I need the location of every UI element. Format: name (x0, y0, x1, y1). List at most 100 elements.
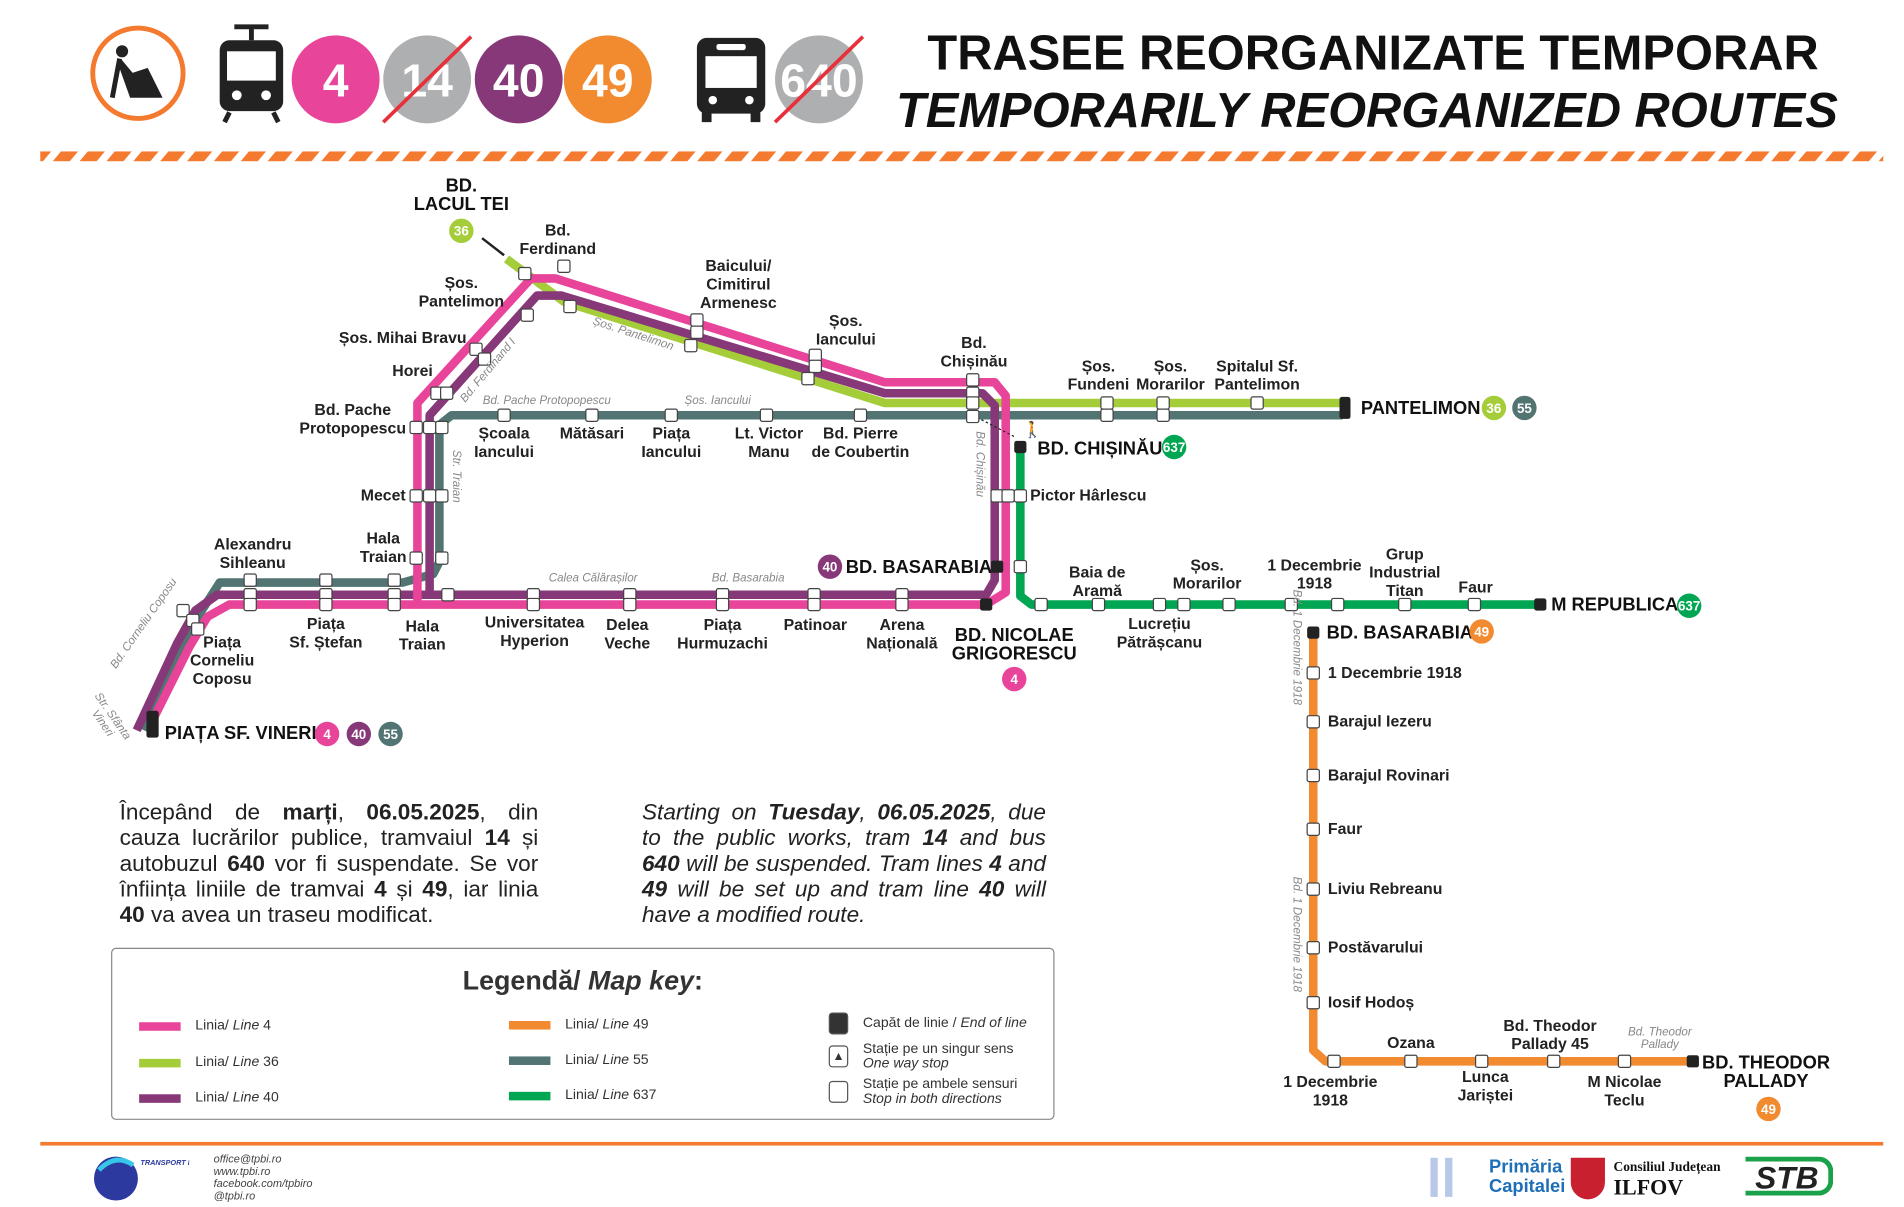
route-badge-14: 14 (381, 35, 473, 124)
stop-marker[interactable] (520, 308, 534, 322)
line-badge-4: 4 (314, 721, 340, 747)
street-name-label: Bd. 1 Decembrie 1918 (1291, 590, 1303, 706)
stop-marker[interactable] (409, 489, 423, 503)
legend-line-40: Linia/ Line 40 (139, 1091, 279, 1105)
notice-segment: va avea un traseu modificat. (144, 901, 434, 927)
stop-marker[interactable] (176, 603, 190, 618)
stop-marker[interactable] (526, 597, 541, 612)
end-of-line-marker[interactable] (980, 598, 993, 611)
legend-swatch (508, 1020, 551, 1029)
stop-marker[interactable] (1250, 396, 1264, 410)
stop-marker[interactable] (518, 266, 532, 281)
end-of-line-marker[interactable] (146, 710, 159, 738)
stop-marker[interactable] (422, 420, 437, 435)
stop-marker[interactable] (1404, 1054, 1418, 1069)
line-badge-4: 4 (1002, 666, 1027, 692)
stop-marker[interactable] (684, 338, 698, 353)
stop-marker[interactable] (1306, 995, 1320, 1010)
stop-marker[interactable] (1284, 597, 1299, 612)
end-of-line-marker[interactable] (1534, 598, 1547, 611)
stop-marker[interactable] (441, 588, 455, 602)
stop-marker[interactable] (469, 342, 483, 357)
stop-marker[interactable] (664, 408, 678, 422)
stop-marker[interactable] (690, 325, 704, 339)
end-of-line-marker[interactable] (1339, 396, 1351, 419)
stop-marker[interactable] (243, 597, 257, 612)
stop-marker[interactable] (422, 489, 437, 503)
contact-link[interactable]: www.tpbi.ro (213, 1165, 271, 1178)
stop-marker[interactable] (585, 408, 599, 422)
stop-marker[interactable] (715, 597, 730, 612)
stop-marker[interactable] (1013, 489, 1028, 503)
station-label: Faur (1458, 579, 1492, 596)
stop-marker[interactable] (243, 573, 257, 587)
stop-marker[interactable] (623, 597, 637, 612)
legend-symbol-label: Capăt de linie / End of line (862, 1016, 1027, 1031)
stop-marker[interactable] (966, 373, 980, 387)
stop-marker[interactable] (1306, 822, 1320, 836)
stop-marker[interactable] (1330, 597, 1345, 612)
stop-marker[interactable] (808, 359, 823, 374)
stop-marker[interactable] (1617, 1054, 1632, 1069)
stop-marker[interactable] (801, 371, 815, 386)
stop-marker[interactable] (319, 597, 333, 612)
stop-marker[interactable] (1306, 715, 1320, 729)
stop-marker[interactable] (477, 352, 492, 366)
contact-link[interactable]: office@tpbi.ro (213, 1152, 282, 1166)
stop-marker[interactable] (435, 551, 449, 565)
stop-marker[interactable] (1152, 597, 1167, 612)
stop-marker[interactable] (1034, 597, 1048, 612)
stop-marker[interactable] (1013, 559, 1028, 574)
stop-marker[interactable] (853, 408, 868, 422)
station-label: Șos. Mihai Bravu (339, 330, 467, 347)
stop-marker[interactable] (1156, 408, 1170, 422)
stop-marker[interactable] (435, 420, 449, 435)
street-name-label: Șos. Iancului (685, 395, 752, 407)
stop-marker[interactable] (1546, 1054, 1561, 1069)
stop-marker[interactable] (1306, 941, 1320, 955)
stop-marker[interactable] (1474, 1054, 1489, 1069)
stop-marker[interactable] (759, 408, 774, 422)
stop-marker[interactable] (1091, 597, 1106, 612)
stop-marker[interactable] (409, 551, 423, 565)
stop-marker[interactable] (557, 259, 571, 273)
stop-marker[interactable] (1306, 666, 1320, 680)
stop-marker[interactable] (1306, 768, 1320, 783)
stop-marker[interactable] (409, 420, 423, 435)
stop-marker[interactable] (191, 622, 205, 636)
stop-marker[interactable] (1306, 882, 1320, 896)
stop-marker[interactable] (1100, 408, 1114, 422)
notice-segment: marți (282, 798, 338, 825)
stop-marker[interactable] (319, 573, 333, 587)
stop-marker[interactable] (1100, 396, 1114, 410)
stop-marker[interactable] (1156, 396, 1170, 410)
stop-marker[interactable] (1327, 1054, 1341, 1069)
stop-marker[interactable] (387, 597, 401, 612)
stop-marker[interactable] (1398, 597, 1412, 612)
stop-marker[interactable] (387, 573, 401, 587)
station-label: 1 Decembrie 1918 (1328, 665, 1462, 682)
end-of-line-marker[interactable] (1307, 626, 1320, 639)
end-of-line-marker[interactable] (1014, 440, 1027, 454)
stop-marker[interactable] (439, 386, 454, 400)
stop-marker[interactable] (966, 396, 980, 410)
stop-marker[interactable] (435, 489, 449, 503)
stop-marker[interactable] (1001, 489, 1015, 503)
contact-link[interactable]: @tpbi.ro (213, 1189, 256, 1202)
stop-marker[interactable] (1467, 597, 1482, 612)
stop-marker[interactable] (1177, 597, 1191, 612)
stop-marker[interactable] (807, 597, 821, 612)
stop-marker[interactable] (966, 409, 980, 424)
end-of-line-marker[interactable] (1686, 1055, 1699, 1068)
stop-marker[interactable] (690, 313, 704, 327)
stop-marker[interactable] (563, 299, 577, 314)
end-of-line-marker[interactable] (991, 560, 1004, 573)
contact-link[interactable]: facebook.com/tpbiro (213, 1177, 313, 1190)
stop-marker[interactable] (497, 408, 511, 422)
stop-marker[interactable] (1222, 597, 1236, 612)
stop-marker[interactable] (895, 597, 909, 612)
